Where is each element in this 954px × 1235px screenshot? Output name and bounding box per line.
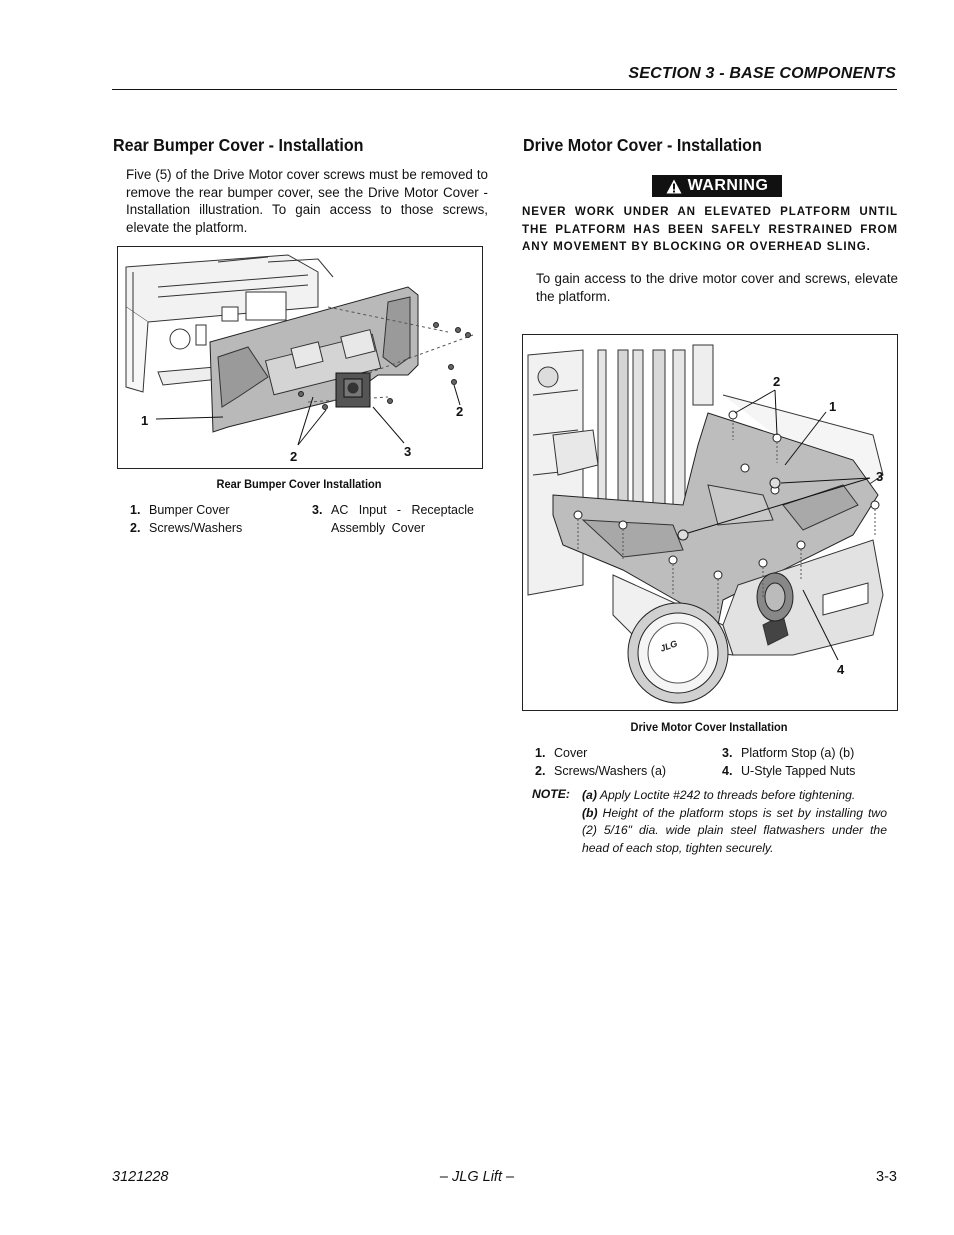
note-a-text: Apply Loctite #242 to threads before tig… xyxy=(599,788,856,802)
doc-number: 3121228 xyxy=(112,1169,169,1185)
rear-bumper-legend-col1: 1. Bumper Cover 2. Screws/Washers xyxy=(130,502,300,537)
legend-num: 3. xyxy=(312,503,323,517)
note-a-tag: (a) xyxy=(582,788,597,802)
rear-bumper-figure: 1 2 2 3 xyxy=(117,246,483,469)
legend-num: 4. xyxy=(722,763,733,778)
drive-motor-caption: Drive Motor Cover Installation xyxy=(630,720,788,734)
drive-motor-legend-col2: 3. Platform Stop (a) (b) 4. U-Style Tapped… xyxy=(722,745,892,780)
legend-num: 2. xyxy=(130,520,141,535)
legend-num: 1. xyxy=(130,503,141,517)
legend-num: 2. xyxy=(535,763,546,778)
drive-motor-figure: JLG 2 1 3 4 xyxy=(522,334,898,711)
drive-motor-legend-col1: 1. Cover 2. Screws/Washers (a) xyxy=(535,745,715,780)
legend-item: 1. Cover xyxy=(535,745,715,763)
legend-item: 1. Bumper Cover xyxy=(130,502,300,520)
legend-text: AC Input - Receptacle Assembly Cover xyxy=(331,503,474,535)
legend-num: 1. xyxy=(535,746,546,760)
legend-text: Cover xyxy=(554,746,588,760)
warning-label: WARNING xyxy=(652,175,782,197)
page-number: 3-3 xyxy=(876,1169,897,1185)
warning-label-text: WARNING xyxy=(687,177,769,194)
legend-item: 2. Screws/Washers (a) xyxy=(535,763,715,781)
rear-bumper-caption: Rear Bumper Cover Installation xyxy=(216,477,382,491)
warning-triangle-icon xyxy=(666,179,682,193)
header-rule xyxy=(112,89,897,90)
rear-bumper-illustration xyxy=(125,254,474,446)
note-b: (b) Height of the platform stops is set … xyxy=(582,805,887,858)
drive-motor-illustration xyxy=(527,344,884,704)
note-a: (a) Apply Loctite #242 to threads before… xyxy=(582,787,887,805)
legend-item: 4. U-Style Tapped Nuts xyxy=(722,763,892,781)
callout-2-right: 2 xyxy=(456,404,464,419)
callout-1: 1 xyxy=(829,399,837,414)
note-label: NOTE: xyxy=(532,787,570,801)
callout-3: 3 xyxy=(876,469,884,484)
footer-center: – JLG Lift – xyxy=(439,1169,515,1185)
callout-3: 3 xyxy=(404,444,412,459)
callout-1: 1 xyxy=(141,413,149,428)
legend-text: Platform Stop (a) (b) xyxy=(741,746,855,760)
rear-bumper-paragraph: Five (5) of the Drive Motor cover screws… xyxy=(126,167,488,235)
legend-item: 2. Screws/Washers xyxy=(130,520,300,538)
section-title: SECTION 3 - BASE COMPONENTS xyxy=(628,65,896,82)
legend-text: Screws/Washers (a) xyxy=(554,763,667,778)
note-body: (a) Apply Loctite #242 to threads before… xyxy=(582,787,887,857)
legend-text: Screws/Washers xyxy=(149,520,243,535)
warning-text: NEVER WORK UNDER AN ELEVATED PLATFORM UN… xyxy=(522,205,898,253)
legend-item: 3. Platform Stop (a) (b) xyxy=(722,745,892,763)
rear-bumper-heading: Rear Bumper Cover - Installation xyxy=(113,135,364,155)
callout-2: 2 xyxy=(773,374,781,389)
legend-text: U-Style Tapped Nuts xyxy=(741,763,856,778)
drive-motor-paragraph: To gain access to the drive motor cover … xyxy=(536,271,898,304)
note-b-tag: (b) xyxy=(582,805,598,820)
callout-4: 4 xyxy=(837,662,845,677)
drive-motor-heading: Drive Motor Cover - Installation xyxy=(523,135,762,155)
callout-2-lower: 2 xyxy=(290,449,298,464)
legend-num: 3. xyxy=(722,746,733,760)
legend-text: Bumper Cover xyxy=(149,503,230,517)
note-b-text: Height of the platform stops is set by i… xyxy=(582,805,887,855)
rear-bumper-legend-col2: 3. AC Input - Receptacle Assembly Cover xyxy=(312,502,474,537)
